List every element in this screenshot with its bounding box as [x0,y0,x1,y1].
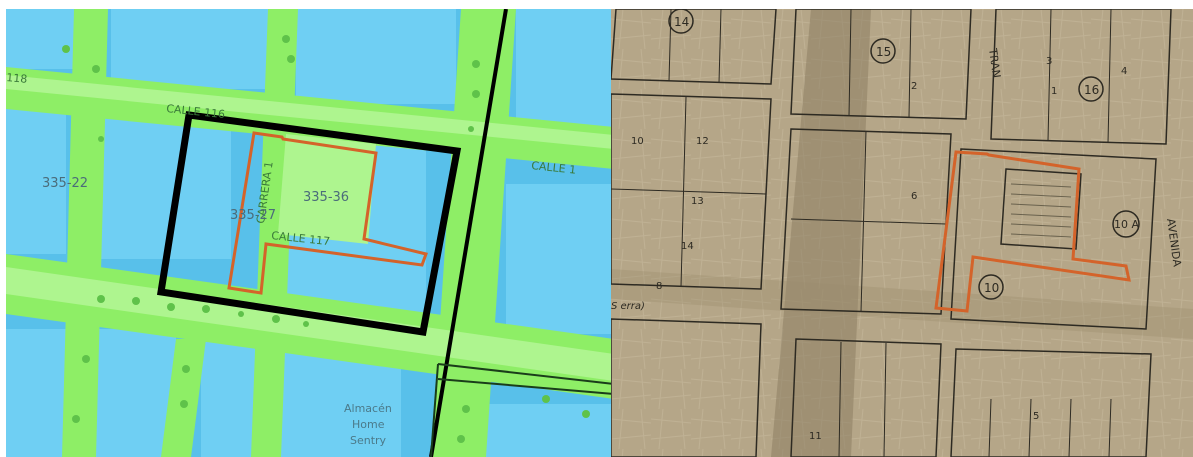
lot-number: 2 [911,81,917,92]
historic-map-svg: 14 15 16 10 A 10 1 2 3 4 5 6 8 10 11 12 … [611,9,1193,457]
modern-map-svg: 118 CALLE 116 CALLE 1 CARRERA 1 CALLE 11… [6,9,614,457]
secondary-line [437,363,614,385]
lot-number: 13 [691,196,704,207]
lot-number: 11 [809,431,822,442]
block-number-14: 14 [674,15,689,29]
street-label-calle-117: CALLE 117 [271,229,331,248]
boundary-line [429,9,508,457]
street-label-calle-1: CALLE 1 [531,159,577,177]
lot-number: 3 [1046,56,1052,67]
lot-number: 10 [631,136,644,147]
lot-number: 12 [696,136,709,147]
poi-label-line-3: Sentry [350,434,387,447]
modern-map-panel[interactable]: 118 CALLE 116 CALLE 1 CARRERA 1 CALLE 11… [6,9,614,457]
lot-number: 6 [911,191,917,202]
street-label-calle-116: CALLE 116 [166,102,226,121]
lot-number: 8 [656,281,662,292]
lot-number: 5 [1033,411,1039,422]
lot-number: 14 [681,241,694,252]
lot-number: 1 [1051,86,1057,97]
parcel-label-335-22: 335-22 [42,176,88,191]
cadastral-blocks [611,9,1172,457]
block-number-16: 16 [1084,83,1099,97]
green-areas [6,75,614,381]
block-number-15: 15 [876,45,891,59]
block-number-10: 10 [984,281,999,295]
block-number-circles [668,9,1140,300]
street-trees [62,35,590,443]
building-hatch [1010,183,1072,238]
street-label-serra: S erra) [611,301,645,312]
paper-background [611,9,1193,457]
historic-map-panel[interactable]: 14 15 16 10 A 10 1 2 3 4 5 6 8 10 11 12 … [611,9,1193,457]
highlighted-parcel[interactable] [227,131,428,295]
poi-label-line-2: Home [352,418,385,431]
parcel-label-335-27: 335-27 [230,208,276,223]
parcel-label-335-36: 335-36 [303,190,349,205]
street-label-tran: TRAN [986,47,1003,79]
lot-lines [611,9,1112,457]
lot-number: 4 [1121,66,1127,77]
study-area-outline[interactable] [156,111,462,336]
highlighted-parcel[interactable] [934,150,1131,313]
block-number-10a: 10 A [1114,218,1139,231]
poi-label-line-1: Almacén [344,402,392,415]
street-label-118: 118 [6,71,28,86]
